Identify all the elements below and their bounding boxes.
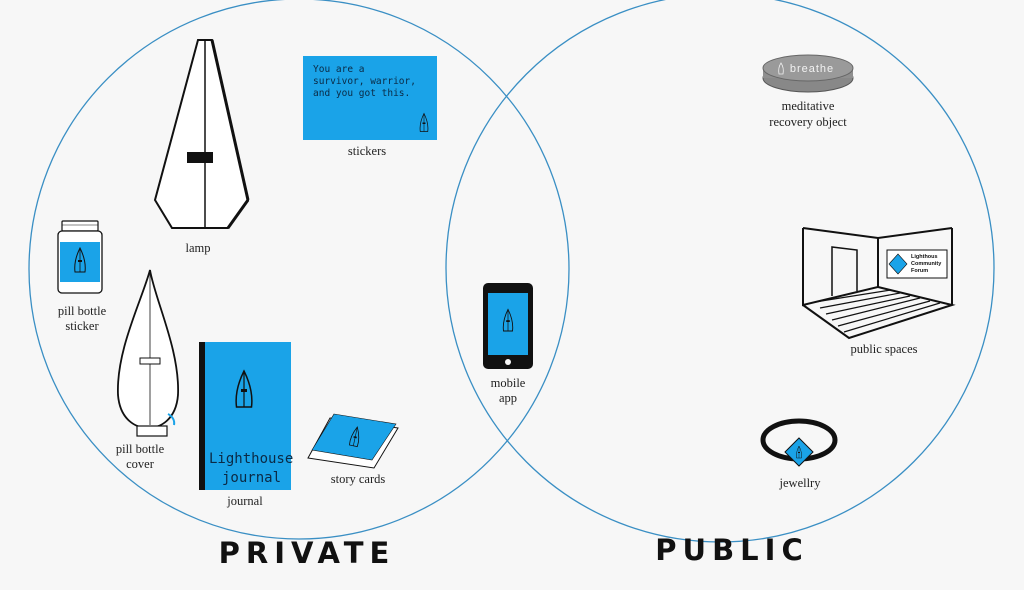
mobile-app-label-line1: mobile — [491, 376, 526, 390]
pill-bottle-cover-label-line1: pill bottle — [116, 442, 165, 456]
sticker-line-2: survivor, warrior, — [313, 76, 416, 87]
lamp-illustration — [153, 39, 250, 229]
journal-title-line2: journal — [222, 470, 281, 486]
meditative-object-label-line1: meditative — [782, 99, 835, 113]
mobile-app-label-line2: app — [499, 391, 517, 405]
public-circle — [445, 0, 995, 543]
journal-illustration: Lighthouse journal — [199, 342, 293, 490]
journal-label: journal — [226, 494, 263, 508]
pill-bottle-sticker-label-line2: sticker — [65, 319, 99, 333]
stone-engraving: breathe — [790, 63, 834, 75]
public-heading: PUBLIC — [655, 533, 808, 567]
mobile-phone-illustration — [483, 283, 533, 369]
story-cards-illustration — [307, 413, 399, 469]
private-circle — [28, 0, 570, 540]
stickers-label: stickers — [348, 144, 386, 158]
forum-sign-line3: Forum — [911, 268, 928, 274]
meditative-object-label-line2: recovery object — [769, 115, 847, 129]
pill-bottle-cover-illustration — [117, 269, 179, 437]
lamp-label: lamp — [186, 241, 211, 255]
forum-sign-line2: Community — [911, 261, 942, 267]
forum-sign-line1: Lighthous — [911, 254, 938, 260]
sticker-line-3: and you got this. — [313, 88, 410, 99]
sticker-line-1: You are a — [313, 64, 364, 75]
breathe-stone-illustration: breathe — [762, 54, 854, 93]
public-spaces-label: public spaces — [851, 342, 918, 356]
sticker-card: You are a survivor, warrior, and you got… — [303, 56, 437, 140]
pill-bottle-cover-label-line2: cover — [126, 457, 155, 471]
pill-bottle-sticker-label-line1: pill bottle — [58, 304, 107, 318]
public-space-illustration: Lighthous Community Forum — [802, 227, 956, 340]
jewellry-label: jewellry — [779, 476, 822, 490]
story-cards-label: story cards — [331, 472, 386, 486]
private-heading: PRIVATE — [219, 536, 396, 570]
jewellry-illustration — [760, 418, 838, 467]
pill-bottle-sticker-illustration — [57, 220, 103, 294]
journal-title-line1: Lighthouse — [209, 451, 293, 467]
